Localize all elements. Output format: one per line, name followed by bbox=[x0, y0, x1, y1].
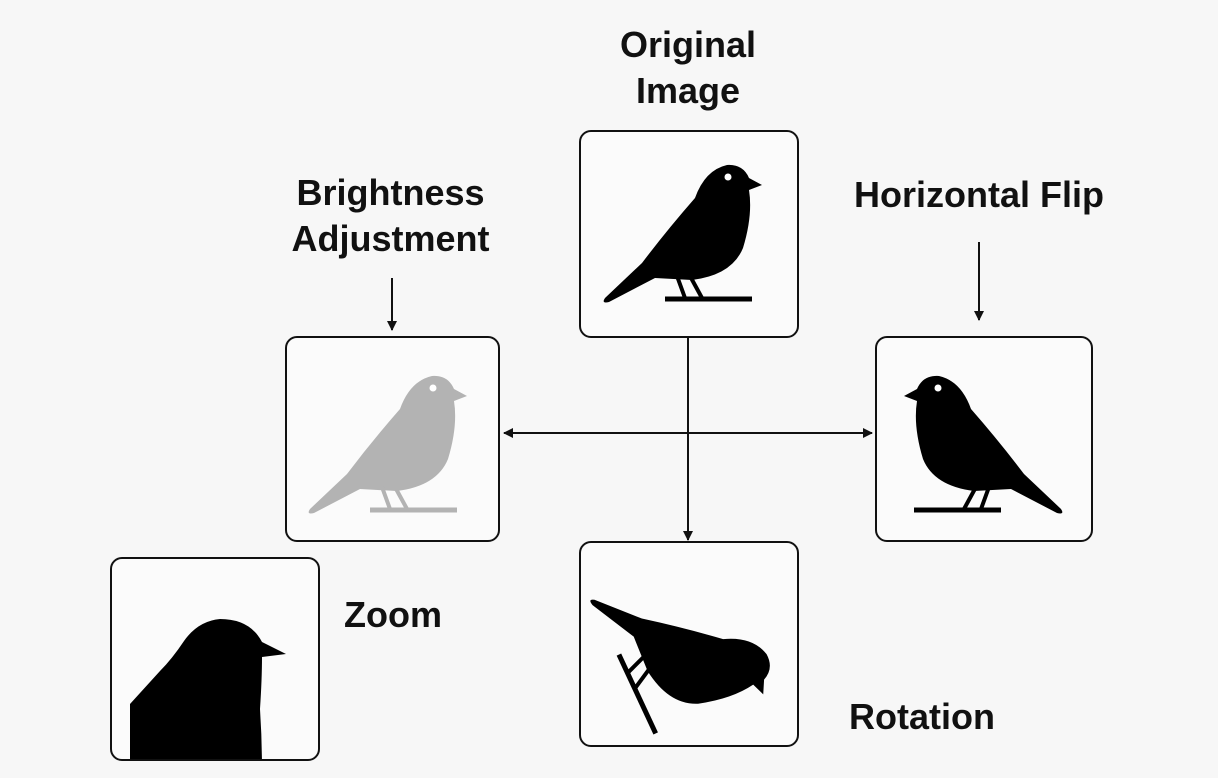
flipped-bird-icon bbox=[904, 375, 1063, 514]
zoomed-bird-icon bbox=[130, 619, 286, 759]
rotated-bird-icon bbox=[590, 599, 770, 735]
original-image-label: Original Image bbox=[619, 24, 757, 111]
rotation-label: Rotation bbox=[849, 696, 995, 737]
bird-icon bbox=[603, 164, 762, 303]
rotation-box bbox=[579, 541, 799, 747]
horizontal-flip-label: Horizontal Flip bbox=[854, 174, 1104, 215]
faded-bird-icon bbox=[308, 375, 467, 514]
zoom-label: Zoom bbox=[344, 594, 442, 635]
original-image-box bbox=[579, 130, 799, 338]
horizontal-flip-box bbox=[875, 336, 1093, 542]
brightness-adjusted-box bbox=[285, 336, 500, 542]
brightness-adjustment-label: Brightness Adjustment bbox=[291, 172, 490, 259]
zoom-box bbox=[110, 557, 320, 761]
